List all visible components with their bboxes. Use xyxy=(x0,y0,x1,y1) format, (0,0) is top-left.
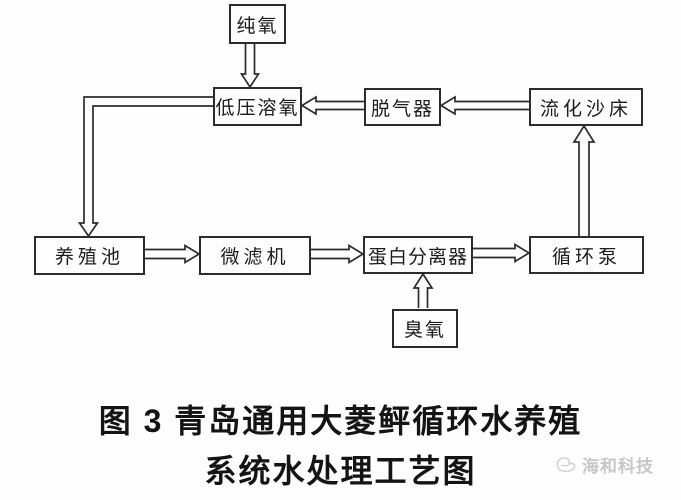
node-label: 低压溶氧 xyxy=(215,98,300,119)
figure-caption-line2: 系统水处理工艺图 xyxy=(204,453,477,489)
node-protein-skimmer: 蛋白分离器 xyxy=(363,236,473,274)
node-label: 养殖池 xyxy=(54,247,124,268)
node-pure-oxygen: 纯氧 xyxy=(229,4,286,44)
node-microfilter: 微滤机 xyxy=(199,236,311,275)
watermark-text: 海和科技 xyxy=(582,457,654,476)
node-label: 流化沙床 xyxy=(539,98,632,120)
node-label: 纯氧 xyxy=(236,15,279,37)
haihe-logo-icon xyxy=(556,456,576,472)
node-low-pressure-oxygen: 低压溶氧 xyxy=(213,87,302,126)
figure-caption-line1: 图 3 青岛通用大菱鲆循环水养殖 xyxy=(98,403,583,439)
arrow-low-pressure-oxygen-to-culture-pond xyxy=(77,96,213,238)
node-culture-pond: 养殖池 xyxy=(34,236,145,275)
node-circulation-pump: 循环泵 xyxy=(529,236,644,274)
arrow-protein-skimmer-to-circulation-pump xyxy=(473,242,531,264)
arrow-fluidized-sand-bed-to-degasser xyxy=(439,95,529,116)
arrow-circulation-pump-to-fluidized-sand-bed xyxy=(572,124,596,236)
node-ozone: 臭氧 xyxy=(392,309,458,348)
node-label: 循环泵 xyxy=(551,246,621,268)
node-label: 脱气器 xyxy=(370,98,434,120)
arrow-degasser-to-low-pressure-oxygen xyxy=(300,95,364,116)
arrow-culture-pond-to-microfilter xyxy=(145,243,201,265)
node-fluidized-sand-bed: 流化沙床 xyxy=(529,88,643,126)
arrow-pure-oxygen-to-low-pressure-oxygen xyxy=(239,44,261,89)
node-label: 蛋白分离器 xyxy=(367,246,468,268)
arrow-microfilter-to-protein-skimmer xyxy=(311,243,365,265)
watermark: 海和科技 xyxy=(554,452,654,477)
node-label: 臭氧 xyxy=(403,320,446,341)
arrow-ozone-to-protein-skimmer xyxy=(412,272,434,308)
node-degasser: 脱气器 xyxy=(364,88,441,126)
node-label: 微滤机 xyxy=(220,247,290,268)
figure-caption: 图 3 青岛通用大菱鲆循环水养殖 系统水处理工艺图 xyxy=(0,396,681,496)
